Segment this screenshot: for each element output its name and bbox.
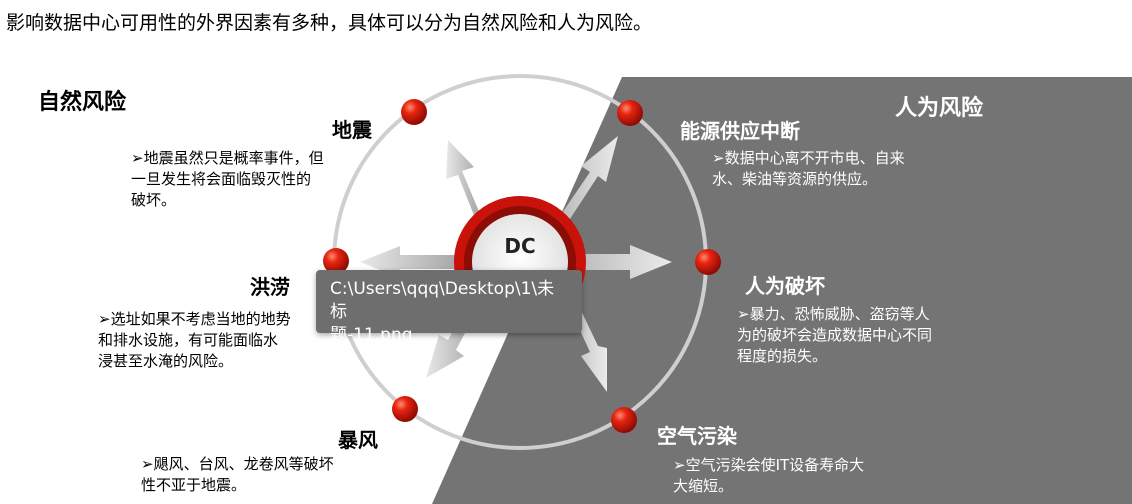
tooltip-line-2: 题-11.png (330, 325, 413, 345)
human-risk-title: 人为风险 (895, 96, 984, 121)
pollution-description: ➢空气污染会使IT设备寿命大 大缩短。 (673, 456, 865, 495)
flood-description: ➢选址如果不考虑当地的地势 和排水设施，有可能面临水 浸甚至水淹的风险。 (98, 310, 291, 370)
pollution-heading: 空气污染 (657, 424, 737, 448)
flood-heading: 洪涝 (250, 275, 290, 299)
node-flood (323, 248, 349, 274)
arrow-power (560, 136, 618, 222)
power-description: ➢数据中心离不开市电、自来 水、柴油等资源的供应。 (712, 149, 905, 188)
risk-nodes (323, 99, 721, 433)
node-power (617, 100, 643, 126)
sabotage-heading: 人为破坏 (745, 274, 825, 298)
earthquake-heading: 地震 (332, 118, 372, 142)
human-risk-panel (432, 77, 1132, 504)
power-heading: 能源供应中断 (680, 119, 800, 143)
arrow-earthquake (446, 140, 480, 218)
center-label: DC (504, 234, 536, 258)
storm-description: ➢飓风、台风、龙卷风等破坏 性不亚于地震。 (141, 455, 334, 494)
intro-text: 影响数据中心可用性的外界因素有多种，具体可以分为自然风险和人为风险。 (6, 12, 653, 34)
node-pollution (611, 407, 637, 433)
node-sabotage (695, 249, 721, 275)
storm-heading: 暴风 (338, 428, 378, 452)
earthquake-description: ➢地震虽然只是概率事件，但 一旦发生将会面临毁灭性的 破坏。 (131, 149, 324, 209)
tooltip-line-1: C:\Users\qqq\Desktop\1\未标 (330, 279, 555, 322)
node-storm (392, 396, 418, 422)
sabotage-description: ➢暴力、恐怖威胁、盗窃等人 为的破坏会造成数据中心不同 程度的损失。 (737, 305, 933, 365)
file-path-tooltip: C:\Users\qqq\Desktop\1\未标 题-11.png (316, 270, 582, 345)
arrow-sabotage (575, 245, 672, 279)
node-earthquake (401, 99, 427, 125)
natural-risk-title: 自然风险 (38, 90, 127, 115)
